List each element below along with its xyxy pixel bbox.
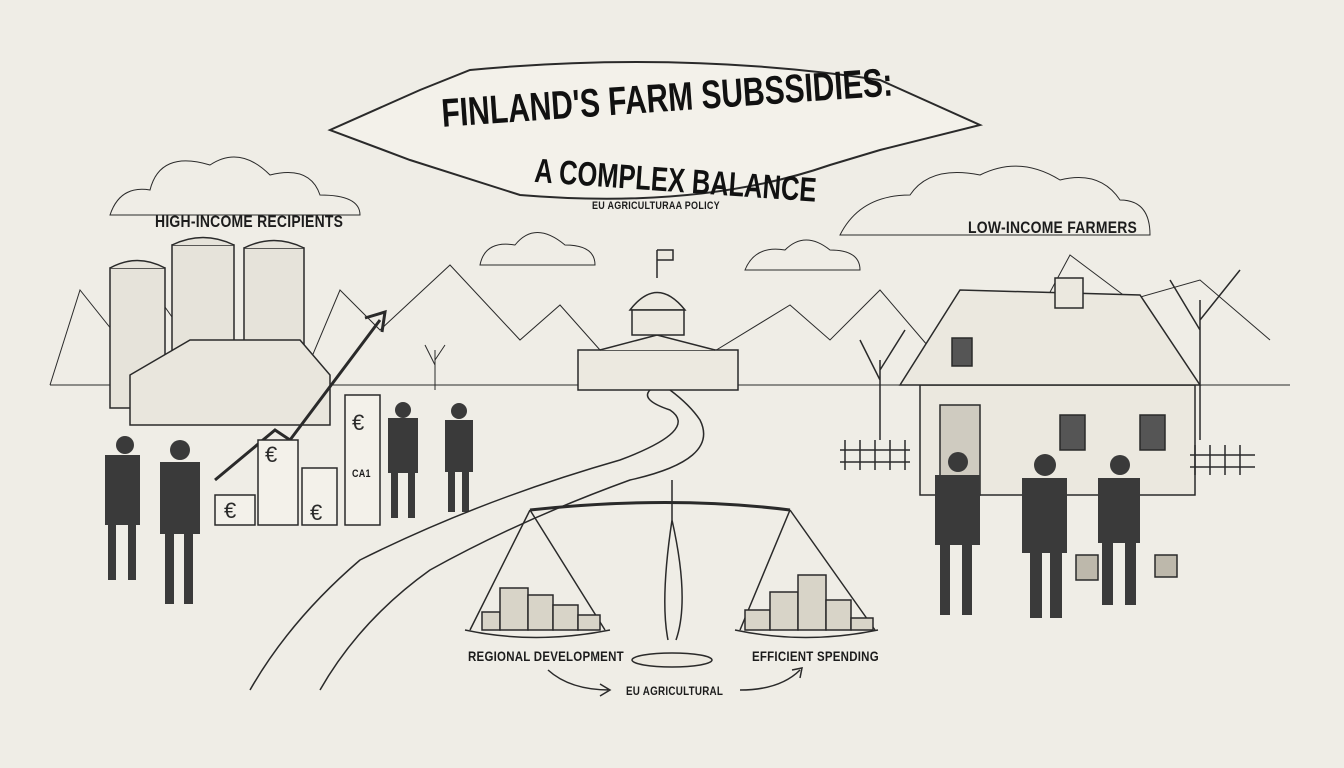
svg-text:€: € <box>310 500 322 525</box>
people-right <box>935 452 1140 618</box>
coin-stacks <box>481 574 874 631</box>
cloud <box>744 239 861 271</box>
arrow-right-icon <box>739 667 803 691</box>
label-high-income: HIGH-INCOME RECIPIENTS <box>155 212 344 231</box>
svg-text:€: € <box>224 498 236 523</box>
basket-icon <box>1075 554 1178 581</box>
silos <box>109 236 305 409</box>
svg-text:€: € <box>265 442 277 467</box>
farmhouse <box>898 277 1202 496</box>
arrow-left-icon <box>547 669 612 697</box>
balance-scale <box>464 480 879 668</box>
people-left <box>105 402 473 604</box>
box-label: CA1 <box>352 468 371 480</box>
cloud <box>479 232 596 266</box>
capitol-building <box>577 249 739 391</box>
subtitle: EU AGRICULTURAA POLICY <box>592 200 720 212</box>
label-efficient-spending: EFFICIENT SPENDING <box>752 648 879 664</box>
fence <box>840 440 1255 475</box>
cloud <box>839 165 1151 236</box>
label-regional-development: REGIONAL DEVELOPMENT <box>468 648 624 664</box>
label-bottom: EU AGRICULTURAL <box>626 684 724 698</box>
winding-road <box>249 389 705 691</box>
euro-blocks <box>214 394 381 526</box>
rising-arrow-icon <box>214 309 387 482</box>
tree <box>859 269 1241 440</box>
title-banner <box>327 61 984 200</box>
svg-text:€: € <box>352 410 364 435</box>
label-low-income: LOW-INCOME FARMERS <box>968 218 1138 237</box>
cloud <box>109 156 361 216</box>
tree <box>424 344 446 390</box>
euro-symbols: € € € € <box>224 410 364 525</box>
barn-left <box>129 339 331 426</box>
